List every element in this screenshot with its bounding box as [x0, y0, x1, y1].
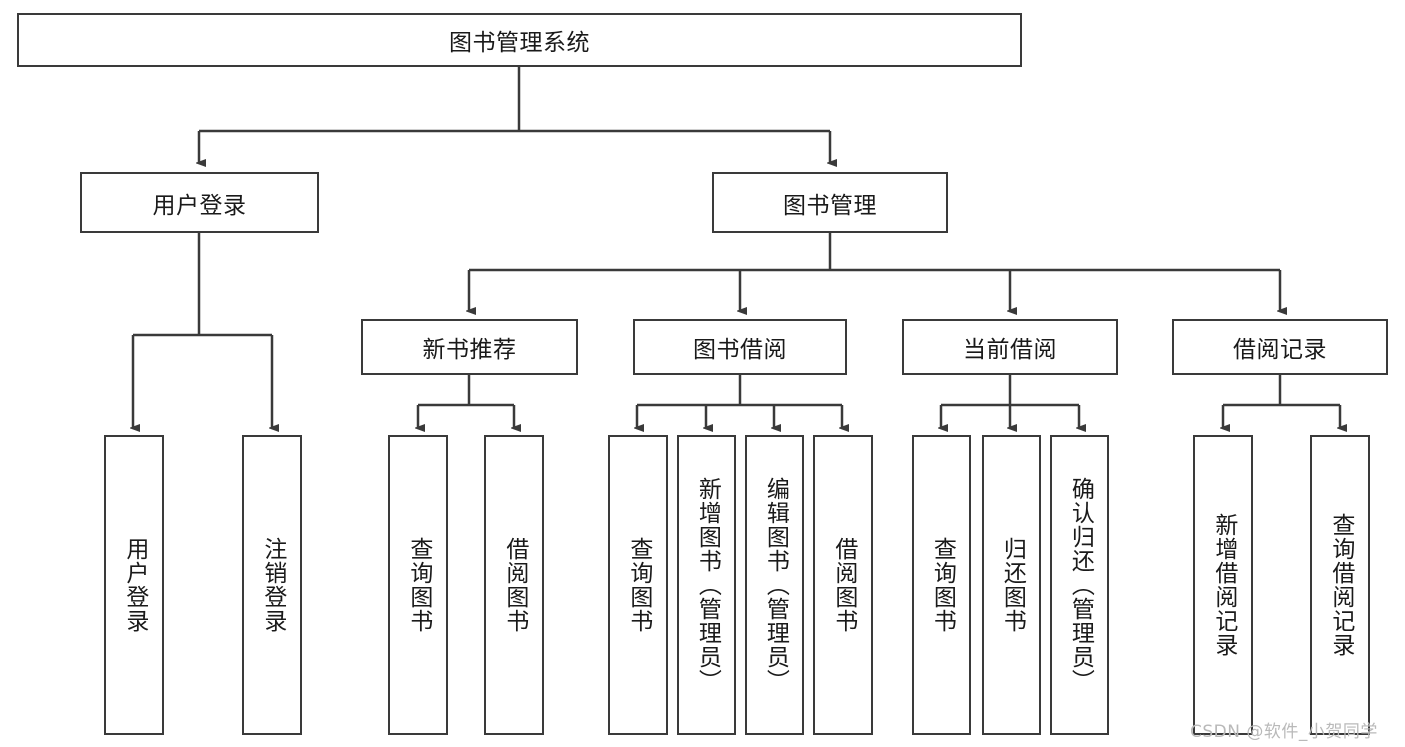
node-book-management[interactable]: 图书管理	[712, 172, 948, 233]
leaf-label: 借阅图书	[501, 537, 528, 633]
leaf-record-add-record[interactable]: 新增借阅记录	[1193, 435, 1253, 735]
leaf-label: 注销登录	[259, 537, 286, 633]
leaf-user-login-signout[interactable]: 注销登录	[242, 435, 302, 735]
leaf-borrow-borrow-book[interactable]: 借阅图书	[813, 435, 873, 735]
leaf-recommend-borrow-book[interactable]: 借阅图书	[484, 435, 544, 735]
leaf-label: 查询借阅记录	[1327, 513, 1354, 657]
node-new-book-recommend[interactable]: 新书推荐	[361, 319, 578, 375]
leaf-label: 编辑图书（管理员）	[762, 477, 789, 693]
watermark: CSDN @软件_小贺同学	[1190, 722, 1378, 742]
leaf-label: 查询图书	[929, 537, 956, 633]
leaf-current-query-book[interactable]: 查询图书	[912, 435, 971, 735]
node-user-login[interactable]: 用户登录	[80, 172, 319, 233]
leaf-label: 查询图书	[405, 537, 432, 633]
leaf-borrow-query-book[interactable]: 查询图书	[608, 435, 668, 735]
node-borrow-record[interactable]: 借阅记录	[1172, 319, 1388, 375]
node-book-borrow[interactable]: 图书借阅	[633, 319, 847, 375]
leaf-borrow-add-book-admin[interactable]: 新增图书（管理员）	[677, 435, 736, 735]
node-root-system[interactable]: 图书管理系统	[17, 13, 1022, 67]
leaf-label: 用户登录	[121, 537, 148, 633]
leaf-current-confirm-return-admin[interactable]: 确认归还（管理员）	[1050, 435, 1109, 735]
leaf-user-login-signin[interactable]: 用户登录	[104, 435, 164, 735]
leaf-label: 确认归还（管理员）	[1067, 477, 1094, 693]
leaf-borrow-edit-book-admin[interactable]: 编辑图书（管理员）	[745, 435, 804, 735]
leaf-label: 查询图书	[625, 537, 652, 633]
leaf-label: 借阅图书	[830, 537, 857, 633]
node-current-borrow[interactable]: 当前借阅	[902, 319, 1118, 375]
leaf-record-query-record[interactable]: 查询借阅记录	[1310, 435, 1370, 735]
leaf-label: 归还图书	[999, 537, 1026, 633]
leaf-label: 新增借阅记录	[1210, 513, 1237, 657]
leaf-current-return-book[interactable]: 归还图书	[982, 435, 1041, 735]
leaf-label: 新增图书（管理员）	[694, 477, 721, 693]
leaf-recommend-query-book[interactable]: 查询图书	[388, 435, 448, 735]
